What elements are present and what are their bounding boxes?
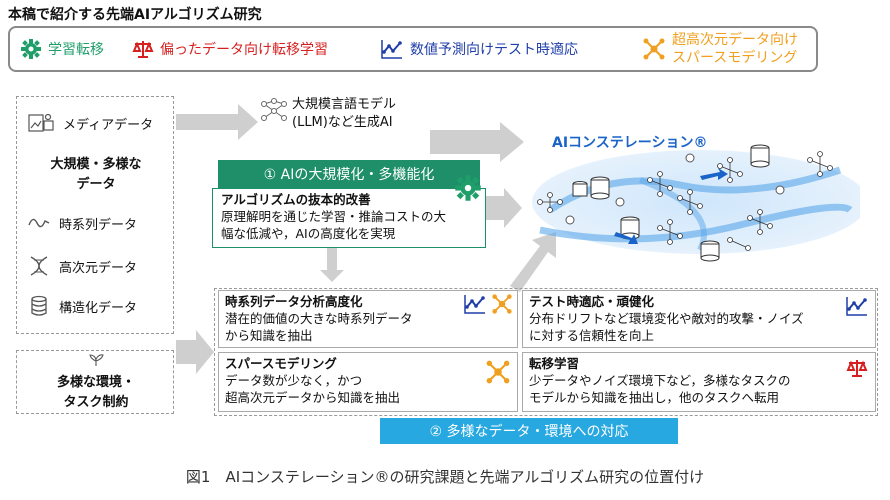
- card-test-time-adaptation: テスト時適応・頑健化 分布ドリフトなど環境変化や敵対的攻撃・ノイズ に対する信頼…: [522, 290, 876, 348]
- network-node-6: [657, 219, 683, 245]
- legend-sparse: 超高次元データ向け スパースモデリング: [642, 28, 798, 70]
- legend-transfer: 学習転移: [20, 28, 104, 70]
- algorithm-line2: 幅な低減や，AIの高度化を実現: [221, 226, 396, 241]
- arrow-to-constellation-top: [430, 122, 524, 162]
- database-node-3: [750, 144, 770, 168]
- arrow-env-to-cards: [176, 330, 214, 374]
- card-transfer-learning: 転移学習 少データやノイズ環境下など，多様なタスクの モデルから知識を抽出し，他…: [522, 352, 876, 412]
- card-sparse-line2: 超高次元データから知識を抽出: [225, 390, 401, 405]
- network-node-8: [727, 237, 751, 251]
- algorithm-heading: アルゴリズムの抜本的改善: [221, 192, 371, 207]
- neural-net-icon: [261, 98, 287, 121]
- network-icon: [486, 360, 510, 384]
- network-icon: [643, 38, 665, 60]
- gear-icon: [21, 39, 41, 59]
- scale-icon: [846, 360, 868, 377]
- card-tta-line1: 分布ドリフトなど環境変化や敵対的攻撃・ノイズ: [529, 311, 804, 326]
- llm-label: 大規模言語モデル (LLM)など生成AI: [292, 96, 396, 132]
- media-icon: [28, 113, 54, 132]
- arrow-media-to-llm: [176, 104, 258, 140]
- algorithm-line1: 原理解明を通じた学習・推論コストの大: [221, 209, 447, 224]
- legend-forecast: 数値予測向けテスト時適応: [380, 28, 578, 70]
- network-node-7: [747, 209, 773, 235]
- legend-sparse-line2: スパースモデリング: [672, 50, 798, 66]
- gear-icon: [455, 175, 481, 201]
- card-sparse-line1: データ数が少なく，かつ: [225, 373, 363, 388]
- card-sparse: スパースモデリング データ数が少なく，かつ 超高次元データから知識を抽出: [218, 352, 518, 412]
- data-panel: メディアデータ 大規模・多様な データ 時系列データ 高次元データ 構造化データ: [16, 96, 174, 334]
- legend-forecast-label: 数値予測向けテスト時適応: [410, 42, 578, 58]
- network-icon: [492, 294, 512, 314]
- diverse-data-banner: ② 多様なデータ・環境への対応: [380, 418, 678, 444]
- timeseries-label: 時系列データ: [59, 217, 138, 233]
- scale-up-banner: ① AIの大規模化・多機能化: [218, 160, 480, 188]
- network-node-1: [537, 192, 563, 213]
- gear-node-4: [565, 215, 575, 225]
- constellation-arrows: [614, 168, 728, 244]
- legend-sparse-line1: 超高次元データ向け: [672, 32, 798, 48]
- card-transfer-line1: 少データやノイズ環境下など，多様なタスクの: [529, 373, 791, 388]
- arrow-to-constellation-low: [510, 232, 556, 292]
- highdim-row: 高次元データ: [27, 255, 137, 277]
- card-transfer-line2: モデルから知識を抽出し，他のタスクへ転用: [529, 390, 780, 405]
- database-icon: [31, 295, 47, 316]
- methods-group: [214, 288, 878, 416]
- environment-line2: タスク制約: [63, 395, 129, 410]
- card-tta-line2: に対する信頼性を向上: [529, 328, 655, 343]
- legend-sparse-text: 超高次元データ向け スパースモデリング: [672, 31, 798, 67]
- legend-box: 学習転移 偏ったデータ向け転移学習 数値予測向けテスト時適応 超高次元データ向け…: [8, 26, 818, 72]
- scale-icon: [132, 41, 154, 58]
- line-chart-icon: [381, 40, 402, 59]
- database-node-4: [700, 240, 720, 262]
- constellation-title: AIコンステレーション®: [552, 135, 708, 151]
- line-chart-icon: [846, 297, 867, 316]
- wave-icon: [28, 218, 50, 228]
- constellation-networks: [537, 151, 833, 251]
- card-timeseries-line2: から知識を抽出: [225, 328, 313, 343]
- gear-node-2: [775, 185, 785, 195]
- network-node-5: [807, 151, 833, 177]
- database-node-1: [590, 176, 610, 200]
- plant-icon: [89, 354, 104, 366]
- card-transfer-heading: 転移学習: [529, 356, 580, 371]
- ai-constellation-graphic: [532, 144, 860, 262]
- card-tta-heading: テスト時適応・頑健化: [529, 294, 655, 309]
- media-row: メディアデータ: [27, 111, 153, 135]
- large-diverse-line2: データ: [76, 177, 116, 192]
- environment-line1: 多様な環境・: [56, 375, 135, 390]
- card-timeseries: 時系列データ分析高度化 潜在的価値の大きな時系列データ から知識を抽出: [218, 290, 518, 348]
- page-title: 本稿で紹介する先端AIアルゴリズム研究: [8, 7, 262, 23]
- media-label: メディアデータ: [63, 117, 154, 133]
- dna-icon: [30, 256, 48, 276]
- environment-panel: 多様な環境・ タスク制約: [16, 350, 174, 414]
- constellation-gears: [565, 153, 785, 225]
- arrow-to-constellation-mid: [486, 188, 522, 228]
- database-node-5: [572, 181, 588, 197]
- figure-caption: 図1 AIコンステレーション®の研究課題と先端アルゴリズム研究の位置付け: [185, 468, 705, 486]
- network-node-4: [717, 157, 743, 183]
- gear-node-3: [685, 153, 695, 163]
- large-diverse-label: 大規模・多様な データ: [17, 155, 175, 195]
- network-node-3: [677, 189, 703, 215]
- large-diverse-line1: 大規模・多様な: [50, 157, 142, 172]
- environment-label: 多様な環境・ タスク制約: [17, 373, 175, 413]
- legend-transfer-label: 学習転移: [48, 42, 104, 58]
- card-timeseries-line1: 潜在的価値の大きな時系列データ: [225, 311, 413, 326]
- structured-label: 構造化データ: [59, 300, 138, 316]
- legend-bias: 偏ったデータ向け転移学習: [132, 28, 328, 70]
- llm-line2: (LLM)など生成AI: [292, 115, 393, 130]
- timeseries-row: 時系列データ: [27, 213, 137, 233]
- card-timeseries-heading: 時系列データ分析高度化: [225, 294, 363, 309]
- algorithm-box: アルゴリズムの抜本的改善 原理解明を通じた学習・推論コストの大 幅な低減や，AI…: [212, 188, 486, 248]
- highdim-label: 高次元データ: [59, 260, 138, 276]
- line-chart-icon: [464, 295, 485, 314]
- structured-row: 構造化データ: [27, 295, 137, 317]
- gear-node-1: [615, 197, 625, 207]
- legend-bias-label: 偏ったデータ向け転移学習: [160, 42, 328, 58]
- constellation-databases: [572, 144, 770, 262]
- llm-line1: 大規模言語モデル: [292, 97, 397, 112]
- card-sparse-heading: スパースモデリング: [225, 356, 337, 371]
- network-node-2: [647, 171, 673, 197]
